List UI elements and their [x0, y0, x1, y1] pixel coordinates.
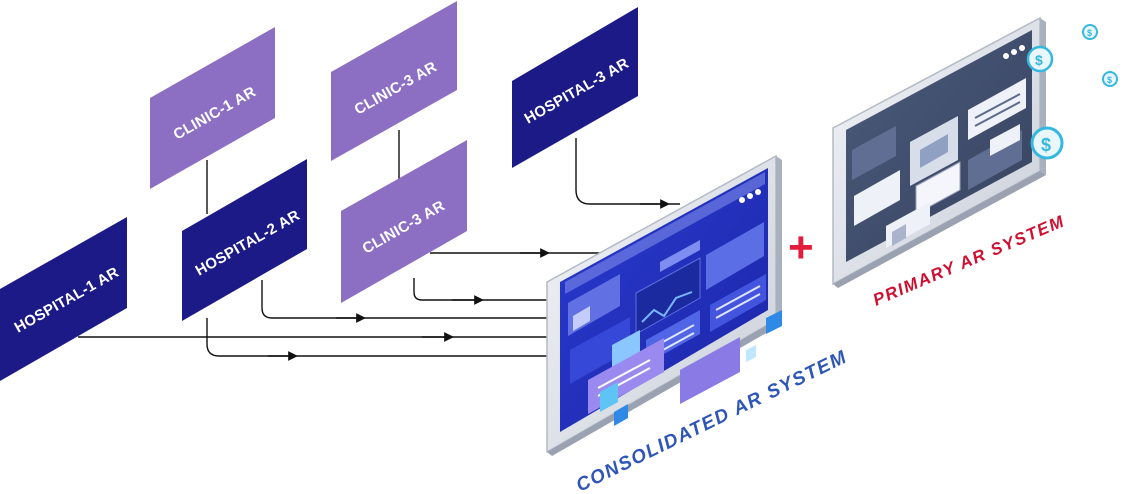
svg-text:$: $	[1041, 135, 1051, 155]
plus-operator: +	[788, 223, 814, 272]
node-clinic-1[interactable]: CLINIC-1 AR	[150, 27, 275, 189]
connector-hospital3-consolidated	[575, 138, 680, 205]
svg-text:$: $	[1087, 28, 1092, 38]
card-shape	[341, 140, 467, 303]
card-shape	[0, 217, 127, 381]
coin-icon-small-b: $	[1102, 71, 1118, 87]
card-shape	[331, 1, 457, 161]
consolidated-ar-monitor	[546, 154, 782, 456]
node-hospital-1[interactable]: HOSPITAL-1 AR	[0, 217, 127, 381]
card-shape	[182, 159, 307, 321]
node-hospital-2[interactable]: HOSPITAL-2 AR	[182, 159, 307, 321]
coin-icon-medium: $	[1026, 45, 1054, 73]
card-shape	[512, 7, 638, 168]
primary-ar-monitor	[832, 16, 1046, 288]
coin-icon-large: $	[1030, 126, 1064, 160]
connectors	[78, 130, 680, 361]
svg-text:$: $	[1107, 75, 1112, 85]
node-clinic-3-mid[interactable]: CLINIC-3 AR	[341, 140, 467, 303]
connector-hospital2-consolidated-lower	[206, 318, 560, 357]
svg-text:$: $	[1035, 52, 1043, 68]
coin-icon-small-a: $	[1082, 24, 1098, 40]
node-clinic-3-top[interactable]: CLINIC-3 AR	[331, 1, 457, 161]
connector-clinic3-consolidated-b	[413, 278, 560, 301]
connector-hospital2-consolidated	[261, 280, 560, 319]
node-hospital-3[interactable]: HOSPITAL-3 AR	[512, 7, 638, 168]
card-shape	[150, 27, 275, 189]
